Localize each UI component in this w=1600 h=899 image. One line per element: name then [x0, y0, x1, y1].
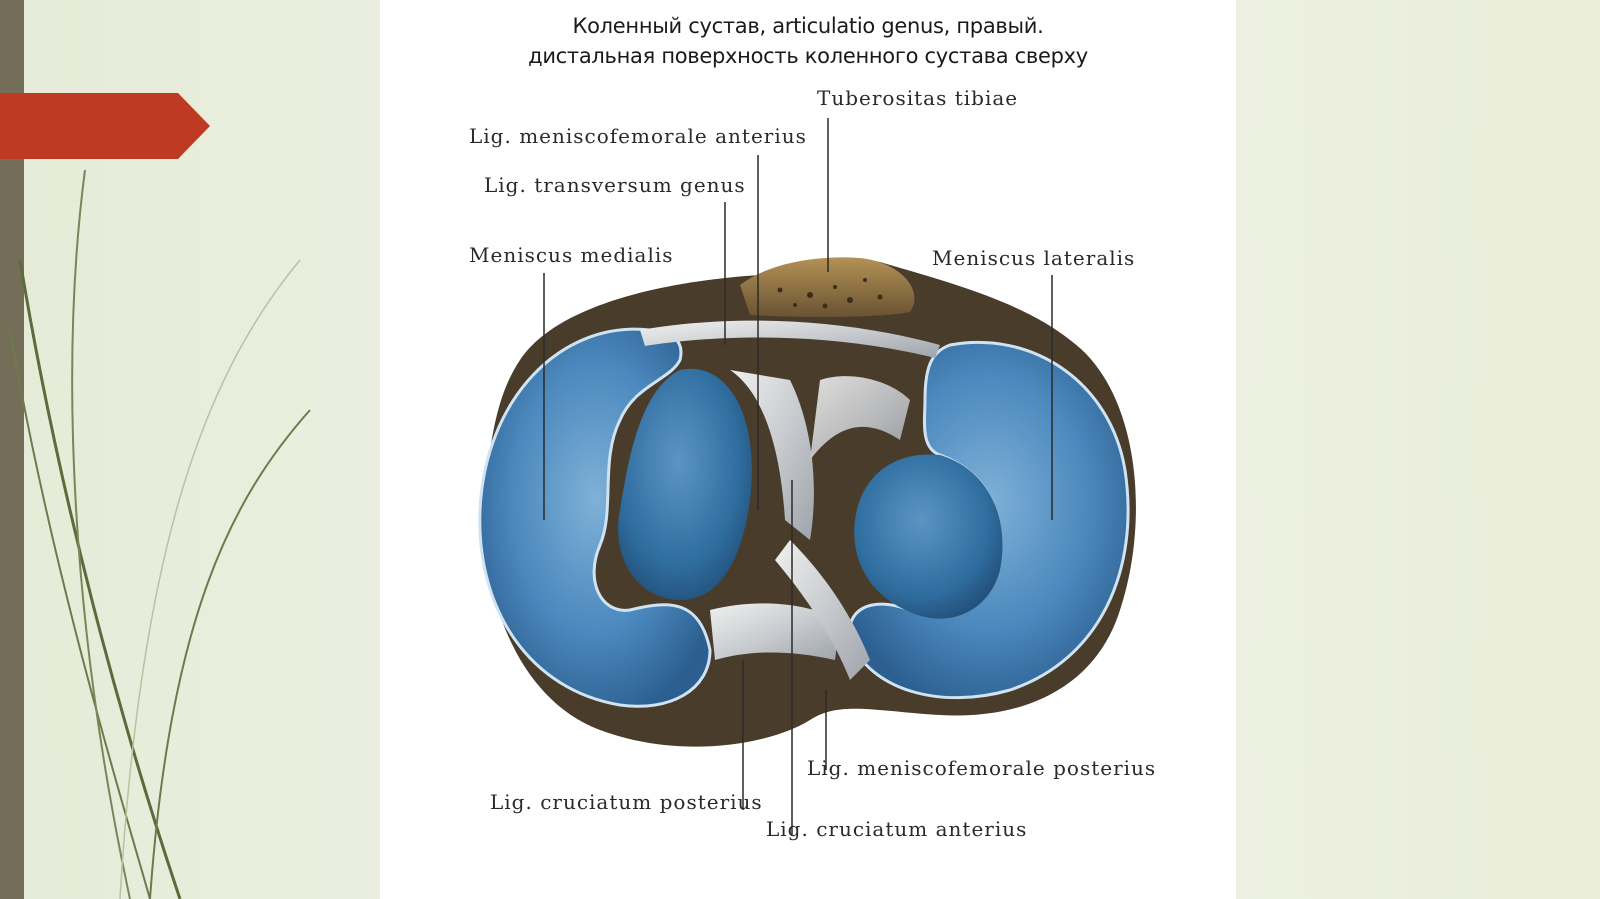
label-lig-cruciatum-posterius: Lig. cruciatum posterius [490, 790, 763, 814]
label-lig-meniscofemorale-anterius: Lig. meniscofemorale anterius [469, 124, 807, 148]
meniscofemoral-posterior-shape [775, 540, 870, 680]
lateral-meniscus-shape [847, 340, 1130, 700]
transverse-ligament-shape [640, 320, 940, 358]
label-lig-meniscofemorale-posterius: Lig. meniscofemorale posterius [807, 756, 1157, 780]
medial-meniscus-shape [478, 327, 712, 708]
anterior-cruciate-shape [730, 370, 814, 540]
label-meniscus-lateralis: Meniscus lateralis [932, 246, 1136, 270]
meniscofemoral-anterior-shape [810, 376, 910, 460]
content-panel: Коленный сустав, articulatio genus, прав… [380, 0, 1236, 899]
label-tuberositas-tibiae: Tuberositas tibiae [817, 86, 1019, 110]
decorative-swooshes [9, 169, 311, 899]
slide-title-line-1: Коленный сустав, articulatio genus, прав… [572, 14, 1044, 38]
knee-joint-illustration [478, 118, 1136, 835]
leader-lines [543, 118, 1053, 835]
slide-title-line-2: дистальная поверхность коленного сустава… [528, 44, 1088, 68]
tuberositas-tibiae-shape [740, 257, 915, 317]
label-lig-cruciatum-anterius: Lig. cruciatum anterius [766, 817, 1028, 841]
tuberosity-pores [777, 278, 883, 309]
arrow-tab [0, 93, 210, 159]
medial-cartilage-shape [618, 368, 752, 600]
posterior-cruciate-shape [710, 603, 840, 660]
lateral-cartilage-shape [854, 454, 1003, 619]
label-lig-transversum-genus: Lig. transversum genus [484, 173, 746, 197]
label-meniscus-medialis: Meniscus medialis [469, 243, 674, 267]
